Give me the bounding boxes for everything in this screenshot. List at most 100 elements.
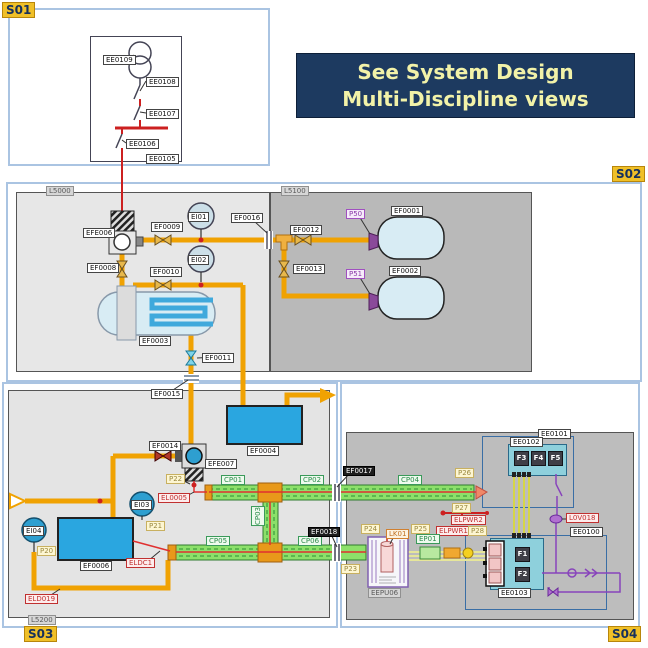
label-p25[interactable]: P25	[411, 524, 431, 534]
breaker-f5[interactable]: F5	[548, 451, 563, 466]
fuse-l0v018[interactable]	[549, 514, 563, 524]
valve-ef0013[interactable]	[278, 260, 290, 278]
valve-ef0008[interactable]	[116, 260, 128, 278]
breaker-f4[interactable]: F4	[531, 451, 546, 466]
breaker-f3[interactable]: F3	[514, 451, 529, 466]
flange-ef0015[interactable]	[183, 374, 199, 383]
valve-ef0012[interactable]	[294, 234, 312, 246]
cable-connector	[443, 547, 461, 559]
label-efe007[interactable]: EFE007	[205, 459, 238, 469]
label-ee0108[interactable]: EE0108	[146, 77, 179, 87]
label-p22[interactable]: P22	[166, 474, 186, 484]
label-eepu06[interactable]: EEPU06	[368, 588, 402, 598]
flange-ef0017[interactable]	[332, 483, 341, 502]
label-ef0006[interactable]: EF0006	[80, 561, 113, 571]
section-tag-s02[interactable]: S02	[612, 166, 646, 182]
label-p24[interactable]: P24	[361, 524, 381, 534]
label-p26[interactable]: P26	[455, 468, 475, 478]
label-ef0014[interactable]: EF0014	[149, 441, 182, 451]
valve-ef0011[interactable]	[185, 350, 197, 366]
switch-ee0108[interactable]	[133, 84, 141, 100]
label-cp01[interactable]: CP01	[221, 475, 246, 485]
label-p23[interactable]: P23	[341, 564, 361, 574]
label-cp06[interactable]: CP06	[298, 536, 323, 546]
label-ee0106[interactable]: EE0106	[126, 139, 159, 149]
section-tag-s04[interactable]: S04	[608, 626, 642, 642]
label-p28[interactable]: P28	[468, 526, 488, 536]
connector-ep01[interactable]	[419, 546, 441, 560]
label-eldc1[interactable]: ELDC1	[126, 558, 156, 568]
label-l5100[interactable]: L5100	[281, 186, 309, 196]
label-ef0001[interactable]: EF0001	[391, 206, 424, 216]
label-p21[interactable]: P21	[146, 521, 166, 531]
label-ee0107[interactable]: EE0107	[146, 109, 179, 119]
label-ep01[interactable]: EP01	[416, 534, 440, 544]
banner: See System Design Multi-Discipline views	[296, 53, 635, 118]
label-cp02[interactable]: CP02	[300, 475, 325, 485]
label-ef0016[interactable]: EF0016	[231, 213, 264, 223]
label-ef0011[interactable]: EF0011	[202, 353, 235, 363]
label-p20[interactable]: P20	[37, 546, 57, 556]
tank-ef0004[interactable]	[226, 405, 303, 445]
label-cp05[interactable]: CP05	[206, 536, 231, 546]
assembly-eepu06[interactable]	[367, 532, 409, 588]
label-ef0002[interactable]: EF0002	[389, 266, 422, 276]
section-s03-frame	[2, 382, 338, 628]
label-l0v018[interactable]: L0V018	[566, 513, 599, 523]
contactor-device[interactable]	[483, 540, 505, 587]
breaker-f2[interactable]: F2	[515, 567, 530, 582]
tank-ef0001[interactable]	[368, 216, 445, 260]
label-ei04[interactable]: EI04	[23, 526, 45, 536]
label-ef0009[interactable]: EF0009	[151, 222, 184, 232]
label-ef0013[interactable]: EF0013	[293, 264, 326, 274]
purple-circuit	[542, 474, 621, 593]
orange-piping	[25, 237, 370, 591]
label-ef0003[interactable]: EF0003	[139, 336, 172, 346]
pump-efe006[interactable]	[108, 210, 144, 255]
tank-ef0006[interactable]	[57, 517, 134, 561]
label-l5200[interactable]: L5200	[28, 615, 56, 625]
switch-ee0106[interactable]	[115, 133, 123, 149]
section-tag-s03[interactable]: S03	[24, 626, 58, 642]
label-el0005[interactable]: EL0005	[158, 493, 191, 503]
label-ef0004[interactable]: EF0004	[247, 446, 280, 456]
label-ee0102[interactable]: EE0102	[510, 437, 543, 447]
flange-ef0018[interactable]	[332, 543, 341, 562]
valve-ef0010[interactable]	[154, 279, 172, 291]
label-ef0008[interactable]: EF0008	[87, 263, 120, 273]
label-elpwr2[interactable]: ELPWR2	[451, 515, 486, 525]
label-ef0015[interactable]: EF0015	[151, 389, 184, 399]
label-ee0105[interactable]: EE0105	[146, 154, 179, 164]
label-ef0017[interactable]: EF0017	[343, 466, 376, 476]
label-p50[interactable]: P50	[346, 209, 366, 219]
label-cp04[interactable]: CP04	[398, 475, 423, 485]
heat-exchanger-ef0003[interactable]	[97, 285, 216, 341]
label-lk01[interactable]: LK01	[386, 529, 410, 539]
label-ef0010[interactable]: EF0010	[150, 267, 183, 277]
label-ei03[interactable]: EI03	[131, 500, 153, 510]
label-p51[interactable]: P51	[346, 269, 366, 279]
label-eld019[interactable]: ELD019	[25, 594, 59, 604]
pump-efe007[interactable]	[175, 443, 207, 482]
tank-ef0002[interactable]	[368, 276, 445, 320]
label-efe006[interactable]: EFE006	[83, 228, 116, 238]
valve-ef0009[interactable]	[154, 234, 172, 246]
label-cp03[interactable]: CP03	[251, 506, 265, 527]
valve-ef0014[interactable]	[154, 450, 172, 462]
label-ei01[interactable]: EI01	[188, 212, 210, 222]
label-ee0101[interactable]: EE0101	[538, 429, 571, 439]
section-tag-s01[interactable]: S01	[2, 2, 36, 18]
flange-ef0016[interactable]	[264, 231, 273, 249]
switch-ee0107[interactable]	[133, 105, 141, 121]
label-elpwr1[interactable]: ELPWR1	[436, 526, 471, 536]
label-ef0018[interactable]: EF0018	[308, 527, 341, 537]
label-ee0109[interactable]: EE0109	[103, 55, 136, 65]
label-ee0103[interactable]: EE0103	[498, 588, 531, 598]
label-ee0100[interactable]: EE0100	[570, 527, 603, 537]
breaker-f1[interactable]: F1	[515, 547, 530, 562]
label-l5000[interactable]: L5000	[46, 186, 74, 196]
label-p27[interactable]: P27	[452, 503, 472, 513]
label-ef0012[interactable]: EF0012	[290, 225, 323, 235]
label-ei02[interactable]: EI02	[188, 255, 210, 265]
